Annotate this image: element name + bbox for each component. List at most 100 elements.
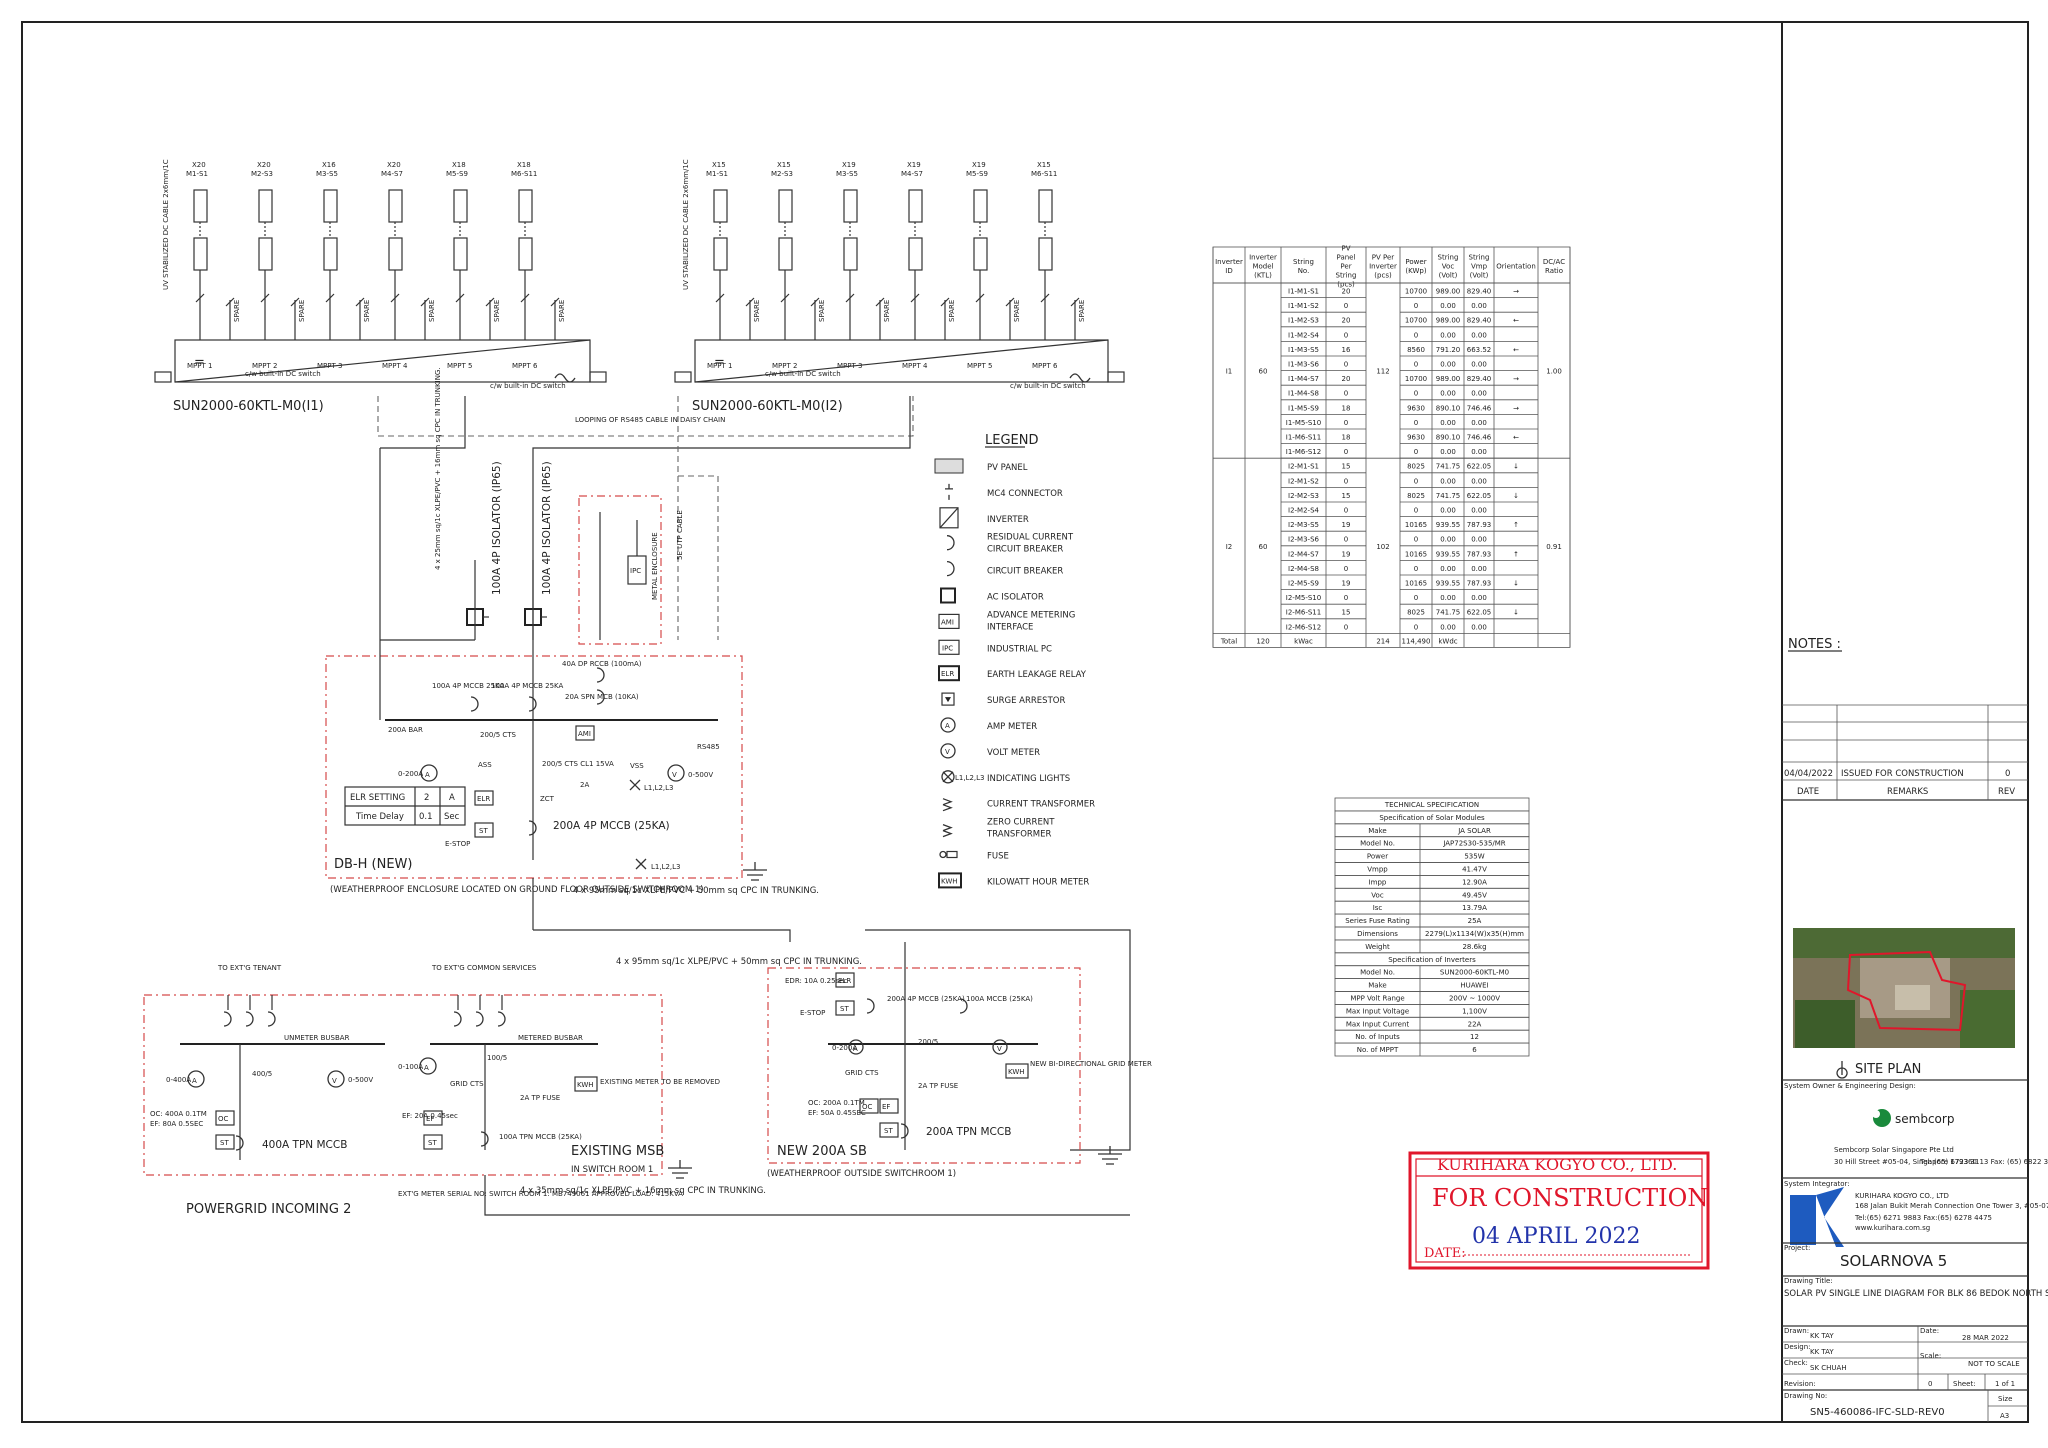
svg-text:168 Jalan Bukit Merah Connecti: 168 Jalan Bukit Merah Connection One Tow… <box>1855 1202 2048 1210</box>
string-name: M2-S3 <box>771 170 793 178</box>
construction-stamp: KURIHARA KOGYO CO., LTD. FOR CONSTRUCTIO… <box>1408 1151 1710 1270</box>
table-cell: 0 <box>1414 448 1418 456</box>
table-cell: 8560 <box>1407 346 1425 354</box>
table-header: Inverter <box>1249 254 1277 262</box>
legend-item: CIRCUIT BREAKER <box>946 560 1063 577</box>
table-total: 214 <box>1376 637 1390 645</box>
builtin-switch-label: c/w built-in DC switch <box>490 382 566 390</box>
pv-panel-icon <box>843 237 858 271</box>
isolator-label-1: 100A 4P ISOLATOR (IP65) <box>491 461 503 595</box>
stamp-date: 04 APRIL 2022 <box>1472 1224 1641 1249</box>
table-header: Model <box>1252 263 1273 271</box>
legend-label: CIRCUIT BREAKER <box>987 545 1063 555</box>
svg-text:0-400A: 0-400A <box>166 1076 191 1084</box>
spec-header: TECHNICAL SPECIFICATION <box>1384 801 1479 809</box>
dbh-rccb: 40A DP RCCB (100mA) <box>562 660 642 668</box>
pv-panel-icon <box>1038 189 1053 223</box>
table-cell: 0.00 <box>1440 477 1456 485</box>
legend-label: INTERFACE <box>987 622 1033 632</box>
table-cell: 0.00 <box>1440 507 1456 515</box>
metal-enclosure-label: METAL ENCLOSURE <box>651 532 659 600</box>
mppt-label: MPPT 6 <box>1032 362 1058 370</box>
table-cell: 0.00 <box>1471 448 1487 456</box>
pv-panel-icon <box>453 189 468 223</box>
table-cell: → <box>1513 375 1519 383</box>
svg-text:102: 102 <box>1376 543 1389 551</box>
pv-panel-icon <box>453 237 468 271</box>
table-cell: 0.00 <box>1440 302 1456 310</box>
table-cell: 0.00 <box>1440 361 1456 369</box>
table-cell: 939.55 <box>1436 580 1461 588</box>
legend-label: TRANSFORMER <box>986 830 1052 840</box>
table-cell: I1-M3-S5 <box>1288 346 1319 354</box>
elr-label: ELR SETTING <box>350 793 405 803</box>
table-cell: 10700 <box>1405 288 1427 296</box>
table-cell: ↓ <box>1513 580 1519 588</box>
notes-title: NOTES : <box>1788 637 1841 652</box>
stamp-status: FOR CONSTRUCTION <box>1432 1184 1708 1212</box>
svg-text:ST: ST <box>479 827 488 835</box>
table-cell: 0 <box>1414 594 1418 602</box>
table-cell: 0 <box>1344 331 1348 339</box>
table-cell: → <box>1513 288 1519 296</box>
table-cell: 9630 <box>1407 434 1425 442</box>
table-cell: 0 <box>1344 536 1348 544</box>
string-name: M5-S9 <box>966 170 988 178</box>
dbh-ami: AMI <box>578 730 591 738</box>
table-cell: 0.00 <box>1440 390 1456 398</box>
table-cell: 791.20 <box>1436 346 1461 354</box>
svg-text:ELR: ELR <box>941 670 954 678</box>
ac-isolator-1: 100A 4P ISOLATOR (IP65) <box>466 461 503 626</box>
table-cell: 16 <box>1342 346 1351 354</box>
svg-text:ELR: ELR <box>477 795 490 803</box>
spec-value: 12.90A <box>1462 878 1487 886</box>
owner-name: Sembcorp Solar Singapore Pte Ltd <box>1834 1146 1954 1154</box>
pv-panel-icon <box>778 237 793 271</box>
pv-panel-icon <box>973 189 988 223</box>
table-header: String <box>1438 254 1459 262</box>
table-cell: 10700 <box>1405 317 1427 325</box>
mppt-label: MPPT 5 <box>967 362 992 370</box>
ac-isolator-2: 100A 4P ISOLATOR (IP65) <box>524 461 553 626</box>
rs485-label: LOOPING OF RS485 CABLE IN DAISY CHAIN <box>575 416 725 424</box>
spec-key: Series Fuse Rating <box>1345 917 1410 925</box>
table-header: Vmp <box>1471 263 1488 271</box>
powergrid-incoming-label: POWERGRID INCOMING 2 <box>186 1202 351 1217</box>
svg-text:KK TAY: KK TAY <box>1810 1348 1834 1356</box>
table-cell: 0.00 <box>1440 565 1456 573</box>
table-cell: 622.05 <box>1467 492 1492 500</box>
pv-panel-icon <box>973 237 988 271</box>
svg-text:AMI: AMI <box>941 618 954 626</box>
dbh-bar: 200A BAR <box>388 726 423 734</box>
legend-label: EARTH LEAKAGE RELAY <box>987 670 1087 680</box>
ipc-enclosure: IPC METAL ENCLOSURE <box>578 495 662 645</box>
table-cell: 829.40 <box>1467 317 1492 325</box>
table-cell: ↑ <box>1513 550 1519 558</box>
svg-text:0-100A: 0-100A <box>398 1063 423 1071</box>
mccb-symbol <box>470 696 479 712</box>
mppt-label: MPPT 3 <box>837 362 862 370</box>
dbh-note: (WEATHERPROOF ENCLOSURE LOCATED ON GROUN… <box>330 885 704 895</box>
table-cell: 829.40 <box>1467 288 1492 296</box>
svg-text:=: = <box>714 355 725 370</box>
mppt-label: MPPT 4 <box>902 362 928 370</box>
legend-label: FUSE <box>987 852 1009 862</box>
table-cell: I1-M6-S12 <box>1286 448 1321 456</box>
spec-key: No. of Inputs <box>1355 1033 1400 1041</box>
table-cell: 15 <box>1342 609 1351 617</box>
spec-key: Isc <box>1373 904 1383 912</box>
spec-value: HUAWEI <box>1460 982 1488 990</box>
svg-text:EF: 50A 0.45SEC: EF: 50A 0.45SEC <box>808 1109 866 1117</box>
existing-msb: TO EXT'G TENANT TO EXT'G COMMON SERVICES… <box>143 957 1130 1217</box>
meter-serial-label: EXT'G METER SERIAL NO: SWITCH ROOM 1: MB… <box>398 1190 683 1198</box>
svg-text:IPC: IPC <box>942 644 953 652</box>
table-cell: 0 <box>1344 419 1348 427</box>
sb-mccb-2: 100A MCCB (25KA) <box>966 995 1033 1003</box>
